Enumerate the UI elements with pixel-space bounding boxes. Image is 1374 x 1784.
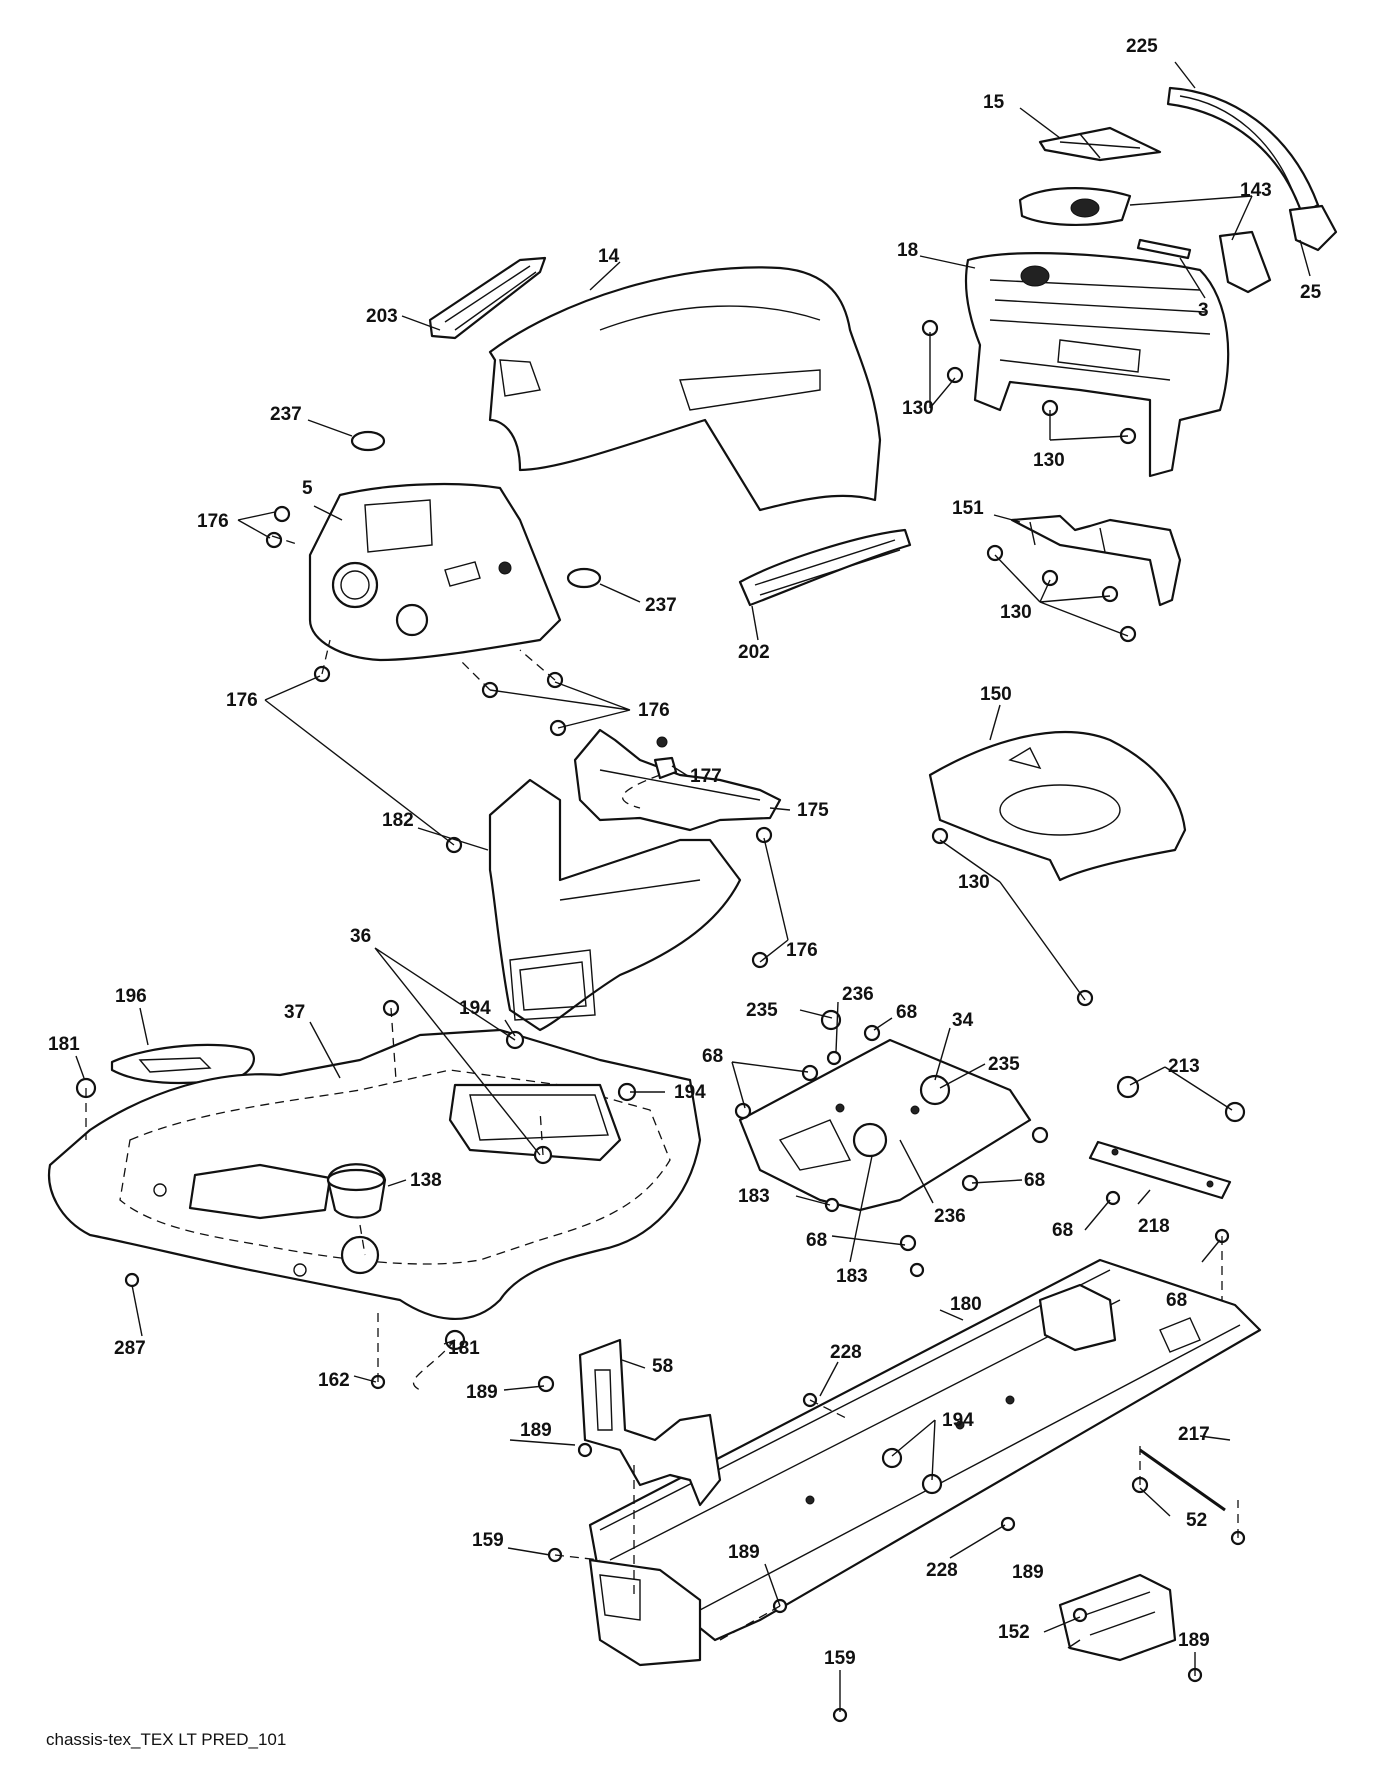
callout-180: 180 [950, 1294, 982, 1315]
callout-217: 217 [1178, 1424, 1210, 1445]
callout-181-a: 181 [48, 1034, 80, 1055]
callout-228-a: 228 [830, 1342, 862, 1363]
callout-68-f: 68 [1166, 1290, 1187, 1311]
callout-25: 25 [1300, 282, 1322, 303]
part-237-plug-upper [350, 430, 386, 452]
callout-14: 14 [598, 246, 620, 267]
callout-159-a: 159 [472, 1530, 504, 1551]
callout-287: 287 [114, 1338, 146, 1359]
part-218-bar [1088, 1140, 1232, 1200]
callout-181-b: 181 [448, 1338, 480, 1359]
callout-183-a: 183 [738, 1186, 770, 1207]
callout-58: 58 [652, 1356, 673, 1377]
callout-143: 143 [1240, 180, 1272, 201]
part-37-cutout [188, 1163, 332, 1220]
callout-189-b: 189 [520, 1420, 552, 1441]
callout-152: 152 [998, 1622, 1030, 1643]
part-175-frame [573, 728, 782, 832]
part-182-lower-dash [488, 778, 742, 1032]
callout-189-e: 189 [1178, 1630, 1210, 1651]
callout-177: 177 [690, 766, 722, 787]
callout-150: 150 [980, 684, 1012, 705]
alignment-lines [85, 535, 1239, 1641]
callout-228-b: 228 [926, 1560, 958, 1581]
part-151-bracket [1010, 514, 1182, 607]
part-237-plug-lower [566, 567, 602, 589]
callout-159-b: 159 [824, 1648, 856, 1669]
diagram-caption: chassis-tex_TEX LT PRED_101 [46, 1730, 286, 1749]
callout-194-a: 194 [459, 998, 491, 1019]
callout-37: 37 [284, 1002, 305, 1023]
callout-237-b: 237 [645, 595, 677, 616]
callout-183-b: 183 [836, 1266, 868, 1287]
callout-189-d: 189 [1012, 1562, 1044, 1583]
callout-3: 3 [1198, 300, 1209, 321]
callout-237-a: 237 [270, 404, 302, 425]
callout-175: 175 [797, 800, 829, 821]
callout-189-c: 189 [728, 1542, 760, 1563]
callout-151: 151 [952, 498, 984, 519]
part-150-mount [928, 730, 1187, 882]
leader-lines [75, 61, 1311, 1712]
callout-189-a: 189 [466, 1382, 498, 1403]
callout-68-e: 68 [1052, 1220, 1073, 1241]
callout-labels: 225 15 143 18 14 203 3 25 130 130 237 5 … [48, 36, 1322, 1669]
callout-138: 138 [410, 1170, 442, 1191]
callout-236-b: 236 [934, 1206, 966, 1227]
callout-213: 213 [1168, 1056, 1200, 1077]
callout-176-d: 176 [786, 940, 818, 961]
callout-15: 15 [983, 92, 1005, 113]
callout-36: 36 [350, 926, 371, 947]
callout-34: 34 [952, 1010, 974, 1031]
callout-68-a: 68 [896, 1002, 917, 1023]
callout-52: 52 [1186, 1510, 1207, 1531]
callout-202: 202 [738, 642, 770, 663]
callout-203: 203 [366, 306, 398, 327]
callout-194-c: 194 [942, 1410, 974, 1431]
callout-130-c: 130 [1000, 602, 1032, 623]
part-58-bracket [578, 1338, 722, 1507]
callout-176-b: 176 [226, 690, 258, 711]
part-217-rod [1139, 1448, 1226, 1512]
callout-162: 162 [318, 1370, 350, 1391]
callout-130-a: 130 [902, 398, 934, 419]
part-143-side [1218, 230, 1272, 294]
part-152-guard [1058, 1573, 1177, 1662]
callout-235-b: 235 [988, 1054, 1020, 1075]
part-196-cover [110, 1043, 255, 1085]
part-25-bracket [1288, 204, 1338, 252]
callout-176-c: 176 [638, 700, 670, 721]
part-3-strip [1136, 238, 1192, 260]
callout-236-a: 236 [842, 984, 874, 1005]
part-14-hood [488, 266, 882, 512]
callout-176-a: 176 [197, 511, 229, 532]
callout-68-c: 68 [1024, 1170, 1045, 1191]
callout-5: 5 [302, 478, 313, 499]
callout-18: 18 [897, 240, 918, 261]
part-5-dash-panel [308, 482, 562, 662]
callout-130-b: 130 [1033, 450, 1065, 471]
callout-225: 225 [1126, 36, 1158, 57]
part-34-plate [738, 1038, 1032, 1212]
callout-235-a: 235 [746, 1000, 778, 1021]
callout-68-d: 68 [806, 1230, 827, 1251]
callout-130-d: 130 [958, 872, 990, 893]
callout-196: 196 [115, 986, 147, 1007]
callout-218: 218 [1138, 1216, 1170, 1237]
part-18-grille [964, 252, 1230, 478]
callout-68-b: 68 [702, 1046, 723, 1067]
part-15-vent [1038, 126, 1162, 162]
callout-182: 182 [382, 810, 414, 831]
part-203-vent [428, 256, 547, 340]
callout-194-b: 194 [674, 1082, 706, 1103]
